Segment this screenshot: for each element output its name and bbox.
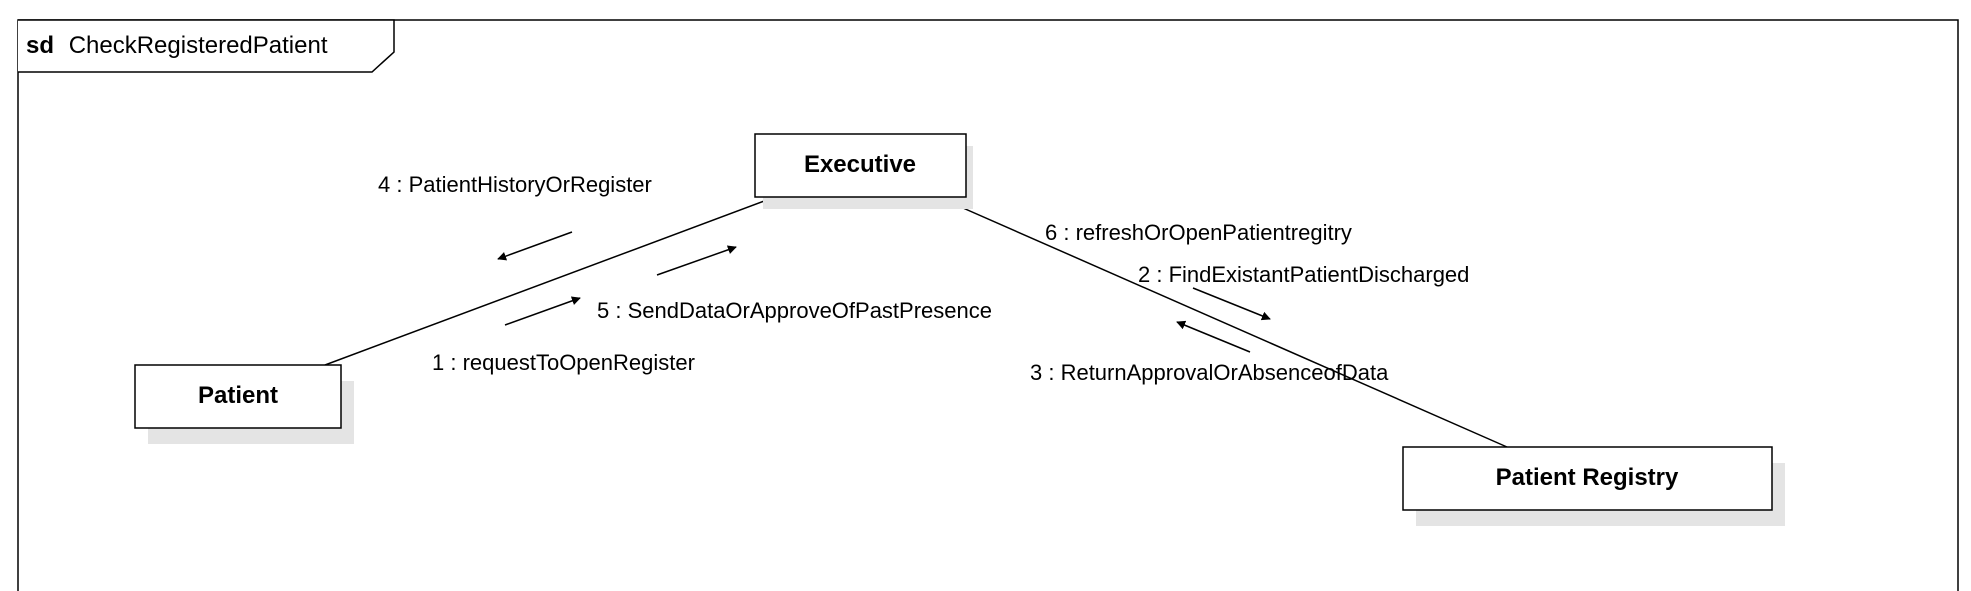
object-executive[interactable]: Executive (754, 133, 973, 209)
object-patient[interactable]: Patient (134, 364, 354, 444)
frame-keyword: sd (26, 32, 54, 59)
object-patient-registry-label: Patient Registry (1496, 464, 1679, 491)
arrow-message-4 (497, 231, 573, 261)
object-box (134, 364, 342, 429)
message-2-label: 2 : FindExistantPatientDischarged (1138, 262, 1469, 287)
sd-frame (17, 19, 1959, 591)
frame-title: sd CheckRegisteredPatient (26, 32, 328, 59)
message-6-label: 6 : refreshOrOpenPatientregitry (1045, 220, 1352, 245)
message-3-label: 3 : ReturnApprovalOrAbsenceofData (1030, 360, 1389, 385)
object-patient-label: Patient (198, 382, 278, 409)
object-box (754, 133, 967, 198)
object-executive-label: Executive (804, 151, 916, 178)
frame-name: CheckRegisteredPatient (69, 32, 328, 59)
object-patient-registry[interactable]: Patient Registry (1402, 446, 1785, 526)
sd-frame-tab (18, 19, 395, 73)
message-5-label: 5 : SendDataOrApproveOfPastPresence (597, 298, 992, 323)
arrow-message-3 (1176, 320, 1251, 353)
arrow-message-1 (504, 296, 581, 326)
arrow-message-5 (656, 245, 737, 276)
message-1-label: 1 : requestToOpenRegister (432, 350, 695, 375)
arrow-message-2 (1192, 287, 1271, 321)
message-4-label: 4 : PatientHistoryOrRegister (378, 172, 652, 197)
object-box (1402, 446, 1773, 511)
link-executive-registry (937, 196, 1508, 448)
link-patient-executive (324, 196, 776, 366)
